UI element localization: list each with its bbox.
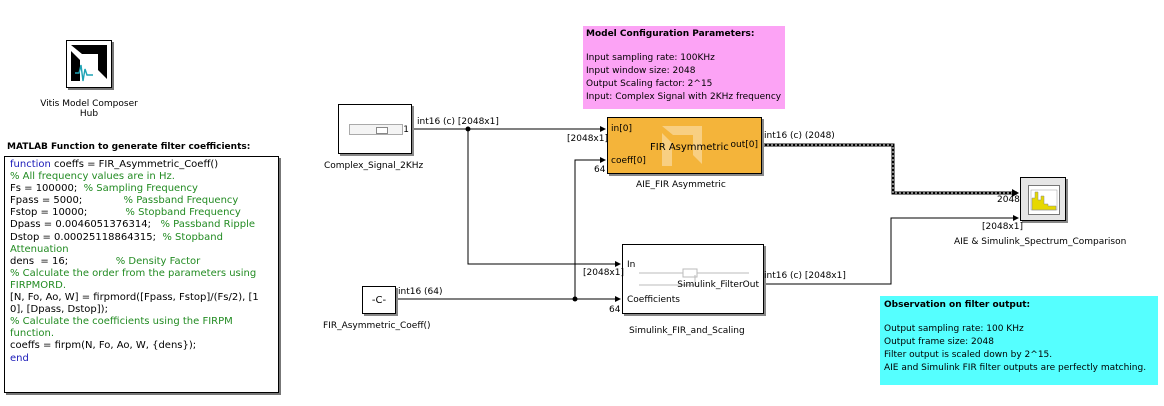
code-text: Fstop = 10000; (10, 207, 126, 219)
code-line: function. (10, 328, 273, 340)
observation-line: AIE and Simulink FIR filter outputs are … (884, 363, 1147, 373)
config-line: Input sampling rate: 100KHz (586, 53, 715, 63)
code-comment: % Stopband (162, 231, 223, 243)
subsystem-preview-icon (639, 268, 749, 286)
code-text: dens = 16; (10, 255, 116, 267)
code-text: coeffs = firpm(N, Fo, Ao, W, {dens}); (10, 340, 197, 352)
code-comment: % Stopband Frequency (125, 207, 241, 219)
source-block-name: Complex_Signal_2KHz (324, 161, 424, 171)
aie-watermark-icon (662, 126, 702, 166)
code-comment: % Density Factor (115, 255, 201, 267)
code-comment: Attenuation (10, 243, 69, 255)
code-text: coeffs = FIR_Asymmetric_Coeff() (50, 159, 219, 170)
code-comment: % Calculate the coefficients using the F… (10, 316, 233, 328)
aie-block-name: AIE_FIR Asymmetric (636, 180, 726, 190)
code-comment: function. (10, 328, 55, 340)
code-text: Dstop = 0.00025118864315; (10, 231, 163, 243)
code-line: [N, Fo, Ao, W] = firpmord([Fpass, Fstop]… (10, 292, 273, 304)
sim-port-out: Simulink_FilterOut (677, 280, 759, 290)
amd-logo-icon (71, 45, 107, 82)
signal-label-aie-in-dim: [2048x1] (567, 134, 608, 144)
code-text: Dpass = 0.0046051376314; (10, 219, 161, 231)
code-line: 0], [Dpass, Dstop]); (10, 304, 273, 316)
code-line: % Calculate the order from the parameter… (10, 268, 273, 280)
observation-annotation: Observation on filter output: Output sam… (880, 296, 1158, 385)
code-keyword: function (10, 159, 51, 170)
code-line: function coeffs = FIR_Asymmetric_Coeff() (10, 159, 273, 171)
code-comment: % Passband Ripple (160, 219, 256, 231)
aie-port-out0: out[0] (730, 140, 759, 150)
code-text: Fpass = 5000; (10, 195, 124, 207)
code-comment: FIRPMORD. (10, 279, 67, 291)
sim-block-name: Simulink_FIR_and_Scaling (629, 326, 745, 336)
code-line: Fpass = 5000; % Passband Frequency (10, 195, 273, 207)
model-composer-hub-block[interactable] (66, 40, 112, 88)
signal-label-scope-in2: [2048x1] (982, 222, 1023, 232)
code-line: coeffs = firpm(N, Fo, Ao, W, {dens}); (10, 340, 273, 352)
signal-label-aie-coeff-dim: 64 (594, 165, 606, 175)
matlab-function-title: MATLAB Function to generate filter coeff… (7, 142, 251, 152)
code-line: % All frequency values are in Hz. (10, 171, 273, 183)
code-line: Dpass = 0.0046051376314; % Passband Ripp… (10, 219, 273, 231)
code-line: FIRPMORD. (10, 280, 273, 292)
code-comment: % Passband Frequency (123, 195, 239, 207)
code-comment: % Calculate the order from the parameter… (10, 267, 257, 279)
spectrum-icon (1028, 185, 1060, 215)
code-line: Fstop = 10000; % Stopband Frequency (10, 207, 273, 219)
code-line: Attenuation (10, 244, 273, 256)
aie-port-coeff0: coeff[0] (611, 156, 646, 166)
observation-line: Output frame size: 2048 (884, 337, 994, 347)
simulink-fir-scaling-block[interactable]: In Coefficients Simulink_FilterOut (622, 244, 764, 314)
signal-label-sim-out: int16 (c) [2048x1] (764, 271, 846, 281)
wire-aie-scope (763, 143, 1017, 195)
config-line: Input: Complex Signal with 2KHz frequenc… (586, 92, 782, 102)
config-line: Output Scaling factor: 2^15 (586, 79, 713, 89)
constant-block[interactable]: -C- (362, 286, 396, 314)
code-line: dens = 16; % Density Factor (10, 256, 273, 268)
hub-label: Vitis Model Composer Hub (40, 99, 138, 119)
scope-block-name: AIE & Simulink_Spectrum_Comparison (954, 237, 1127, 247)
code-line: Fs = 100000; % Sampling Frequency (10, 183, 273, 195)
wire-sim-scope (765, 215, 1019, 285)
code-comment: % Sampling Frequency (83, 183, 198, 195)
config-line: Input window size: 2048 (586, 66, 696, 76)
complex-signal-source-block[interactable]: 1 (338, 104, 412, 154)
sim-port-coefficients: Coefficients (627, 295, 680, 305)
sim-port-in: In (627, 260, 636, 270)
code-keyword: end (10, 352, 29, 364)
wire-src-sim (467, 129, 621, 267)
signal-label-sim-coeff-dim: 64 (609, 305, 621, 315)
signal-label-sim-in-dim: [2048x1] (583, 268, 624, 278)
code-lines: function coeffs = FIR_Asymmetric_Coeff()… (10, 159, 273, 365)
spectrum-scope-block[interactable] (1020, 177, 1066, 221)
code-comment: % All frequency values are in Hz. (10, 171, 175, 183)
observation-title: Observation on filter output: (884, 300, 1031, 310)
signal-source-icon (349, 124, 403, 135)
code-line: Dstop = 0.00025118864315; % Stopband (10, 232, 273, 244)
code-text: 0], [Dpass, Dstop]); (10, 304, 108, 316)
config-title: Model Configuration Parameters: (586, 29, 755, 39)
aie-port-in0: in[0] (611, 124, 632, 134)
aie-fir-asymmetric-block[interactable]: in[0] coeff[0] out[0] FIR Asymmetric (607, 117, 762, 174)
matlab-function-code[interactable]: function coeffs = FIR_Asymmetric_Coeff()… (4, 156, 279, 393)
observation-line: Output sampling rate: 100 KHz (884, 324, 1024, 334)
signal-label-scope-in1: 2048 (997, 195, 1020, 205)
model-config-annotation: Model Configuration Parameters: Input sa… (583, 26, 785, 109)
code-line: % Calculate the coefficients using the F… (10, 316, 273, 328)
signal-label-aie-out: int16 (c) (2048) (764, 131, 835, 141)
signal-label-source-out: int16 (c) [2048x1] (417, 117, 499, 127)
constant-block-name: FIR_Asymmetric_Coeff() (323, 321, 431, 331)
wire-const-aie (574, 157, 606, 299)
code-text: [N, Fo, Ao, W] = firpmord([Fpass, Fstop]… (10, 292, 259, 304)
code-line: end (10, 353, 273, 365)
observation-line: Filter output is scaled down by 2^15. (884, 350, 1053, 360)
aie-block-title: FIR Asymmetric (650, 142, 729, 153)
source-port-label: 1 (403, 125, 409, 135)
code-text: Fs = 100000; (10, 183, 84, 195)
signal-label-const-out: int16 (64) (398, 287, 443, 297)
